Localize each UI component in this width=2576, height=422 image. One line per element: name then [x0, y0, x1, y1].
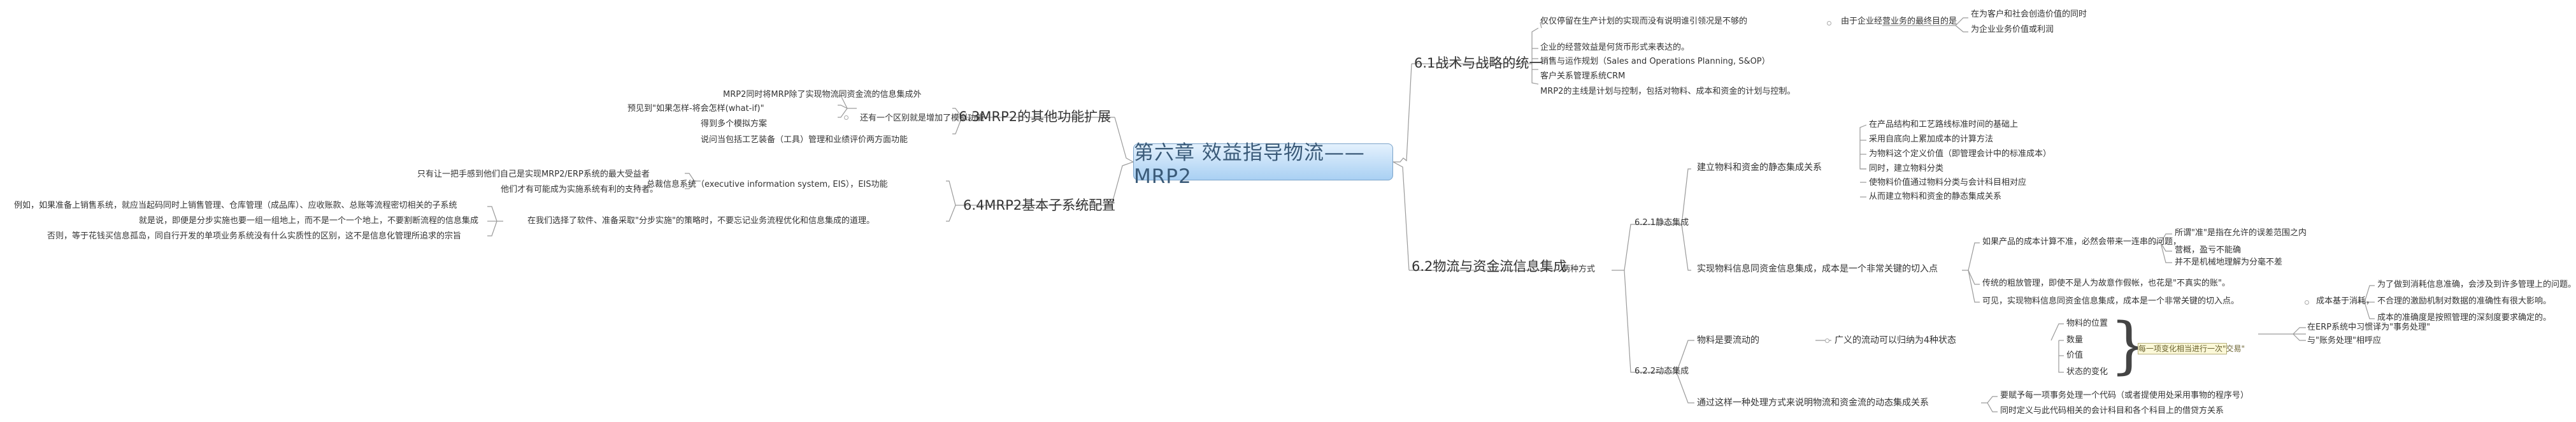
- branch-6-1[interactable]: 6.1战术与战略的统一: [1414, 55, 1543, 71]
- node-b3-1[interactable]: MRP2同时将MRP除了实现物流同资金流的信息集成外: [723, 90, 922, 99]
- node-b1-4[interactable]: 销售与运作规划（Sales and Operations Planning, S…: [1540, 57, 1770, 66]
- node-dynamic-b[interactable]: 通过这样一种处理方式来说明物流和资金流的动态集成关系: [1697, 398, 1929, 408]
- node-sb-4c[interactable]: 成本的准确度是按照管理的深刻度要求确定的。: [2377, 313, 2552, 323]
- node-sa-6[interactable]: 从而建立物料和资金的静态集成关系: [1869, 192, 2002, 201]
- node-dyn-r1[interactable]: 在ERP系统中习惯译为"事务处理": [2307, 323, 2431, 332]
- node-db-1[interactable]: 要赋予每一项事务处理一个代码（或者提使用处采用事物的程序号）: [2000, 391, 2249, 400]
- node-sb-4[interactable]: 成本基于消耗，: [2316, 296, 2375, 306]
- root-topic[interactable]: 第六章 效益指导物流——MRP2: [1133, 142, 1393, 188]
- node-db-2[interactable]: 同时定义与此代码相关的会计科目和各个科目上的借贷方关系: [2000, 406, 2224, 416]
- node-state-4[interactable]: 状态的变化: [2066, 367, 2108, 377]
- node-two-methods[interactable]: 两种方式: [1562, 265, 1596, 274]
- node-state-1[interactable]: 物料的位置: [2066, 319, 2108, 328]
- branch-6-4[interactable]: 6.4MRP2基本子系统配置: [963, 198, 1116, 213]
- node-sa-4[interactable]: 同时，建立物料分类: [1869, 164, 1944, 173]
- node-dyn-r2[interactable]: 与"账务处理"相呼应: [2307, 336, 2381, 346]
- node-b3-4[interactable]: 得到多个模拟方案: [701, 119, 768, 129]
- relation-marker: [844, 115, 848, 120]
- relation-marker: [634, 184, 638, 189]
- relation-marker: [2305, 300, 2309, 305]
- node-sa-5[interactable]: 使物料价值通过物料分类与会计科目相对应: [1869, 178, 2027, 187]
- node-sb-1c[interactable]: 并不是机械地理解为分毫不差: [2175, 258, 2283, 267]
- node-eis[interactable]: 总裁信息系统（executive information system, EIS…: [647, 180, 888, 189]
- node-eis-1[interactable]: 只有让一把手感到他们自己是实现MRP2/ERP系统的最大受益者: [417, 170, 650, 179]
- node-sb-1a[interactable]: 所谓"准"是指在允许的误差范围之内: [2175, 228, 2307, 238]
- node-b3-5[interactable]: 说问当包括工艺装备（工具）管理和业绩评价两方面功能: [701, 135, 908, 145]
- node-state-3[interactable]: 价值: [2066, 351, 2084, 360]
- node-b1-6[interactable]: MRP2的主线是计划与控制，包括对物料、成本和资金的计划与控制。: [1540, 87, 1796, 96]
- node-static-b[interactable]: 实现物料信息同资金信息集成，成本是一个非常关键的切入点: [1697, 264, 1938, 274]
- node-b1-3[interactable]: 企业的经营效益是何货币形式来表达的。: [1540, 43, 1690, 52]
- node-static-a[interactable]: 建立物料和资金的静态集成关系: [1697, 163, 1822, 173]
- node-sb-1b[interactable]: 营概，盈亏不能确: [2175, 245, 2242, 255]
- branch-6-2[interactable]: 6.2物流与资金流信息集成: [1412, 259, 1567, 274]
- node-b3-2[interactable]: 还有一个区别就是增加了模拟功能: [860, 113, 985, 123]
- node-sel-3[interactable]: 否则，等于花钱买信息孤岛，同自行开发的单项业务系统没有什么实质性的区别，这不是信…: [47, 231, 462, 241]
- relation-marker: [1825, 338, 1829, 343]
- node-b1-2b[interactable]: 为企业业务价值或利润: [1971, 25, 2054, 34]
- node-sb-3[interactable]: 可见，实现物料信息同资金信息集成，成本是一个非常关键的切入点。: [1982, 296, 2240, 306]
- node-b1-5[interactable]: 客户关系管理系统CRM: [1540, 71, 1626, 81]
- node-static[interactable]: 6.2.1静态集成: [1635, 218, 1689, 228]
- node-sa-2[interactable]: 采用自底向上累加成本的计算方法: [1869, 135, 1994, 144]
- node-b1-2a[interactable]: 在为客户和社会创造价值的同时: [1971, 10, 2087, 19]
- node-sa-1[interactable]: 在产品结构和工艺路线标准时间的基础上: [1869, 120, 2019, 129]
- node-dynamic-a[interactable]: 物料是要流动的: [1697, 335, 1759, 346]
- node-sel-1[interactable]: 例如，如果准备上销售系统，就应当起码同时上销售管理、仓库管理（成品库）、应收账款…: [14, 201, 457, 210]
- relation-marker: [1827, 21, 1831, 25]
- node-sb-1[interactable]: 如果产品的成本计算不准，必然会带来一连串的问题，: [1982, 237, 2182, 247]
- node-sb-4b[interactable]: 不合理的激励机制对数据的准确性有很大影响。: [2377, 296, 2552, 306]
- node-b3-3[interactable]: 预见到"如果怎样-将会怎样(what-if)": [627, 104, 764, 113]
- branch-6-3[interactable]: 6.3MRP2的其他功能扩展: [959, 109, 1112, 124]
- summary-callout[interactable]: 每一项变化相当进行一次"交易": [2138, 343, 2245, 354]
- node-state-2[interactable]: 数量: [2066, 335, 2084, 345]
- node-dyn-mid[interactable]: 广义的流动可以归纳为4种状态: [1835, 335, 1956, 346]
- node-eis-2[interactable]: 他们才有可能成为实施系统有利的支持者。: [501, 185, 659, 194]
- node-sb-4a[interactable]: 为了做到消耗信息准确，会涉及到许多管理上的问题。: [2377, 280, 2576, 289]
- node-b1-1[interactable]: 仅仅停留在生产计划的实现而没有说明谁引领况是不够的: [1540, 17, 1748, 26]
- node-sel-2[interactable]: 就是说，即便是分步实施也要一组一组地上，而不是一个一个地上，不要割断流程的信息集…: [139, 216, 479, 226]
- node-dynamic[interactable]: 6.2.2动态集成: [1635, 367, 1689, 376]
- node-sel[interactable]: 在我们选择了软件、准备采取"分步实施"的策略时，不要忘记业务流程优化和信息集成的…: [527, 216, 875, 226]
- node-sa-3[interactable]: 为物料这个定义价值（即管理会计中的标准成本）: [1869, 149, 2052, 159]
- root-topic-label: 第六章 效益指导物流——MRP2: [1134, 141, 1365, 188]
- node-sb-2[interactable]: 传统的粗放管理，即使不是人为故意作假帐，也花是"不真实的账"。: [1982, 279, 2230, 288]
- node-b1-2[interactable]: 由于企业经营业务的最终目的是: [1841, 17, 1957, 26]
